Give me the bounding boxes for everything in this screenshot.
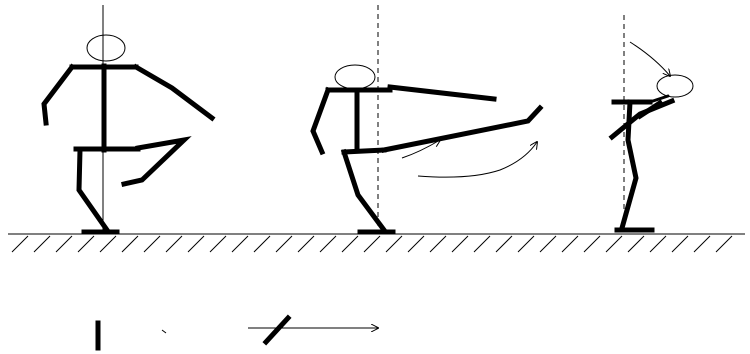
hatch-mark — [253, 235, 271, 253]
hatch-mark — [583, 235, 601, 253]
head-motion-arrow — [629, 41, 670, 76]
legend-slash — [262, 314, 292, 346]
hatch-mark — [627, 235, 645, 253]
arm — [648, 94, 670, 104]
hatch-mark — [297, 235, 315, 253]
hatch-mark — [143, 235, 161, 253]
support-leg — [76, 147, 111, 234]
raised-leg — [121, 136, 192, 187]
hatch-mark — [561, 235, 579, 253]
support-leg — [340, 148, 388, 234]
head — [86, 34, 126, 62]
hatch-mark — [121, 235, 139, 253]
figure-standing — [41, 5, 216, 235]
arm-back — [310, 86, 332, 156]
hips — [341, 147, 387, 155]
hatch-mark — [649, 235, 667, 253]
hatch-mark — [473, 235, 491, 253]
hatch-mark — [55, 235, 73, 253]
hatch-mark — [715, 235, 733, 253]
arm-right — [132, 63, 216, 122]
arm-left — [41, 63, 76, 126]
raised-shin — [636, 99, 664, 120]
hatch-mark — [671, 235, 689, 253]
hatch-mark — [187, 235, 205, 253]
figure-leaning — [608, 15, 694, 233]
hatch-mark — [429, 235, 447, 253]
hatch-mark — [385, 235, 403, 253]
hatch-mark — [77, 235, 95, 253]
hatch-mark — [165, 235, 183, 253]
hatch-mark — [495, 235, 513, 253]
hatch-mark — [275, 235, 293, 253]
hatch-mark — [341, 235, 359, 253]
head — [656, 74, 694, 98]
hatch-mark — [517, 235, 535, 253]
hatch-mark — [209, 235, 227, 253]
arm-front — [387, 84, 497, 102]
kick-arrow-arc — [417, 142, 537, 178]
ground — [8, 233, 745, 253]
figure-kicking — [310, 5, 544, 235]
legend-tick — [161, 329, 167, 334]
hatch-mark — [693, 235, 711, 253]
hatch-mark — [99, 235, 117, 253]
hatch-mark — [407, 235, 425, 253]
kicking-leg — [381, 104, 544, 153]
hatch-mark — [11, 235, 29, 253]
kick-arrow-small — [401, 140, 440, 159]
hatch-mark — [33, 235, 51, 253]
hatch-mark — [319, 235, 337, 253]
hatch-mark — [231, 235, 249, 253]
legend-marks — [95, 314, 378, 351]
hatch-mark — [605, 235, 623, 253]
raised-knee — [608, 97, 676, 141]
ground-hatching — [11, 235, 733, 253]
head — [334, 64, 376, 90]
hatch-mark — [539, 235, 557, 253]
hatch-mark — [451, 235, 469, 253]
hatch-mark — [363, 235, 381, 253]
